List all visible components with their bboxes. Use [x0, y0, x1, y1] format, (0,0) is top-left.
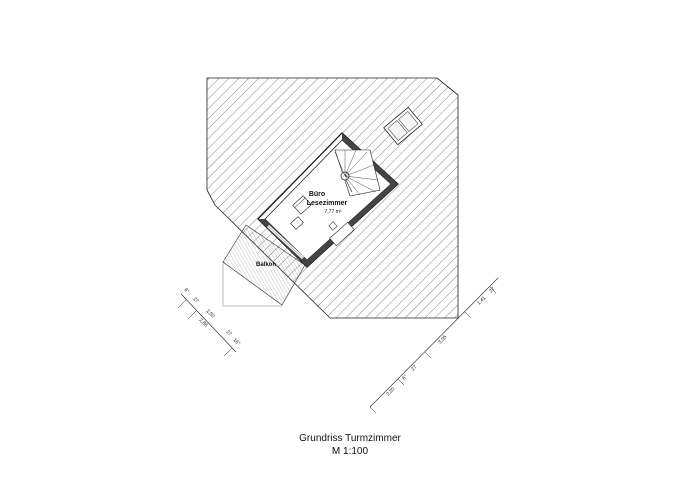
dim-right-1: 2,20 [385, 386, 396, 397]
roof-edge-line [436, 77, 459, 96]
dim-right-3: 27 [410, 364, 418, 372]
plan-scale: M 1:100 [331, 446, 369, 457]
room-area-label: 7,77 m² [325, 209, 342, 215]
dim-right-2: 6° [401, 374, 409, 382]
dim-left-2: 27 [192, 296, 200, 304]
dimension-chain-right: 2,20 6° 27 3,05 1,41 27 [369, 277, 499, 414]
dim-left-1: 6° [183, 287, 191, 295]
room-label-reading: Lesezimmer [307, 200, 348, 207]
side-table [290, 216, 304, 230]
skylight-window [383, 106, 423, 146]
dim-right-6: 27 [488, 286, 496, 294]
desk [329, 221, 355, 247]
balcony-railing [222, 262, 282, 307]
dim-left-3: 2,50 [205, 308, 216, 319]
dim-left-4: 2,86 [198, 317, 209, 328]
spiral-staircase [334, 149, 381, 197]
room-label-office: Büro [309, 191, 325, 198]
dim-left-6: 16° [232, 337, 242, 347]
dimension-chain-left: 6° 27 2,50 2,86 27 16° [177, 287, 242, 357]
balcony-area [222, 224, 306, 306]
dim-right-4: 3,05 [437, 334, 448, 345]
plan-title: Grundriss Turmzimmer [299, 433, 401, 444]
balcony-door-line [267, 225, 304, 259]
room-label-balcony: Balkon [256, 262, 276, 268]
desk-chair [328, 221, 338, 231]
armchair [292, 195, 312, 215]
dim-right-5: 1,41 [476, 295, 487, 306]
dim-left-5: 27 [225, 329, 233, 337]
